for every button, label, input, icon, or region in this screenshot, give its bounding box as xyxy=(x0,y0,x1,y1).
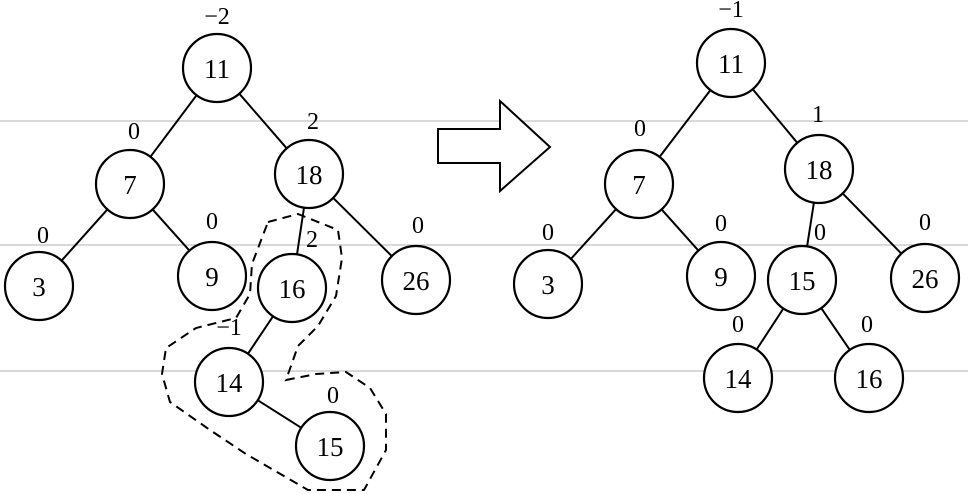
tree-node: 16 2 xyxy=(256,227,328,324)
tree-edge xyxy=(570,208,617,260)
tree-edge xyxy=(660,208,700,252)
node-circle xyxy=(380,244,452,316)
tree-node: 26 0 xyxy=(380,213,452,316)
tree-edge xyxy=(257,399,302,429)
balance-factor: 0 xyxy=(919,210,931,236)
tree-node: 16 0 xyxy=(833,312,905,414)
node-circle xyxy=(3,250,75,322)
unbalanced-subtree-outline xyxy=(160,212,387,491)
node-circle xyxy=(273,138,345,210)
node-value: 7 xyxy=(632,170,646,200)
node-circle xyxy=(256,252,328,324)
node-value: 18 xyxy=(806,155,833,185)
node-value: 3 xyxy=(32,272,46,302)
tree-node: 11 −1 xyxy=(695,0,767,99)
balance-factor: 0 xyxy=(542,220,554,246)
node-circle xyxy=(702,342,774,414)
node-circle xyxy=(181,32,253,104)
node-circle xyxy=(766,244,838,316)
node-circle xyxy=(889,242,961,314)
node-value: 26 xyxy=(403,266,430,296)
node-value: 7 xyxy=(123,170,137,200)
balance-factor: 0 xyxy=(814,220,826,246)
tree-edge xyxy=(841,192,903,255)
right-arrow-icon xyxy=(437,98,552,194)
balance-factor: 0 xyxy=(128,119,140,145)
balance-factor: 2 xyxy=(307,109,319,135)
balance-factor: 1 xyxy=(812,102,824,128)
tree-edge xyxy=(149,94,198,158)
balance-factor: 0 xyxy=(37,223,49,249)
balance-factor: 0 xyxy=(327,383,339,409)
node-value: 15 xyxy=(317,432,344,462)
node-value: 11 xyxy=(204,54,230,84)
balance-factor: 0 xyxy=(732,312,744,338)
after-tree: 11 −1 7 0 18 1 3 0 9 0 15 0 xyxy=(512,0,961,414)
balance-factor: −1 xyxy=(216,315,242,341)
tree-edge xyxy=(247,315,274,355)
node-value: 18 xyxy=(296,160,323,190)
node-circle xyxy=(193,346,265,418)
node-value: 9 xyxy=(205,262,219,292)
balance-factor: 0 xyxy=(861,312,873,338)
tree-node: 9 0 xyxy=(685,211,757,312)
tree-edge xyxy=(658,89,712,158)
tree-edge xyxy=(751,88,799,144)
node-value: 14 xyxy=(725,364,753,394)
balance-factor: 2 xyxy=(306,227,318,253)
tree-node: 18 2 xyxy=(273,109,345,210)
node-circle xyxy=(176,240,248,312)
tree-edge xyxy=(755,307,785,351)
tree-edge xyxy=(332,197,393,257)
node-circle xyxy=(685,240,757,312)
node-value: 9 xyxy=(714,262,728,292)
node-circle xyxy=(695,27,767,99)
tree-edge xyxy=(60,208,109,262)
balance-factor: −1 xyxy=(718,0,744,23)
balance-factor: 0 xyxy=(206,209,218,235)
balance-factor: 0 xyxy=(634,116,646,142)
tree-node: 15 0 xyxy=(766,220,838,316)
tree-node: 11 −2 xyxy=(181,4,253,104)
tree-node: 14 −1 xyxy=(193,315,265,418)
balance-factor: 0 xyxy=(412,213,424,239)
node-value: 16 xyxy=(279,274,306,304)
tree-node: 7 0 xyxy=(603,116,675,220)
balance-factor: −2 xyxy=(204,4,230,30)
node-value: 15 xyxy=(789,266,816,296)
node-circle xyxy=(603,148,675,220)
tree-node: 15 0 xyxy=(294,383,366,482)
tree-edge xyxy=(151,208,191,252)
edges-layer xyxy=(60,88,903,429)
tree-node: 3 0 xyxy=(3,223,75,322)
node-value: 14 xyxy=(216,368,244,398)
tree-node: 14 0 xyxy=(702,312,774,414)
tree-node: 7 0 xyxy=(94,119,166,220)
node-circle xyxy=(833,342,905,414)
tree-node: 26 0 xyxy=(889,210,961,314)
node-value: 26 xyxy=(912,264,939,294)
node-value: 16 xyxy=(856,364,883,394)
tree-edge xyxy=(806,202,815,247)
node-circle xyxy=(94,148,166,220)
balance-factor: 0 xyxy=(715,211,727,237)
node-value: 3 xyxy=(541,270,555,300)
tree-node: 9 0 xyxy=(176,209,248,312)
tree-edge xyxy=(238,93,288,149)
node-circle xyxy=(294,410,366,482)
node-value: 11 xyxy=(718,49,744,79)
tree-node: 18 1 xyxy=(783,102,855,205)
tree-node: 3 0 xyxy=(512,220,584,320)
tree-edge xyxy=(820,307,851,351)
node-circle xyxy=(512,248,584,320)
node-circle xyxy=(783,133,855,205)
before-tree: 11 −2 7 0 18 2 3 0 9 0 16 2 xyxy=(3,4,452,482)
